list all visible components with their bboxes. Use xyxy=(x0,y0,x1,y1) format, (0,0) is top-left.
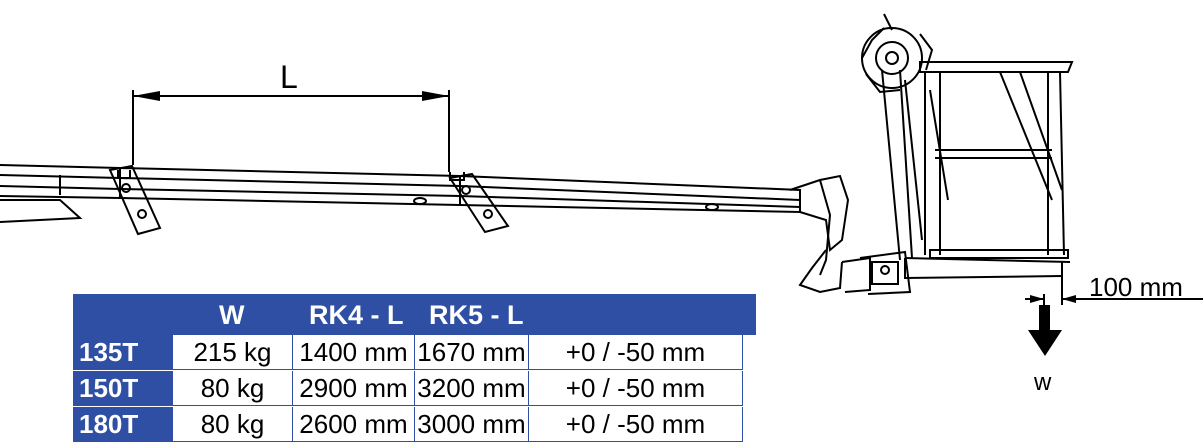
arrow-right xyxy=(422,91,449,101)
winch-reel xyxy=(861,13,934,94)
weight-arrow-head xyxy=(1028,330,1062,356)
length-dimension xyxy=(132,90,450,172)
bracket-right xyxy=(448,172,510,234)
table-row: 180T 80 kg 2600 mm 3000 mm +0 / -50 mm xyxy=(73,407,743,442)
length-label: L xyxy=(280,59,298,95)
weight-arrow-shaft xyxy=(1039,305,1050,331)
cell-rk4: 2900 mm xyxy=(293,371,415,406)
bracket-left xyxy=(108,164,162,236)
table-header: W RK4 - L RK5 - L xyxy=(73,294,756,335)
cell-rk5: 3200 mm xyxy=(415,371,529,406)
cell-w: 80 kg xyxy=(173,371,293,406)
cell-tolerance: +0 / -50 mm xyxy=(529,371,743,406)
cell-rk5: 1670 mm xyxy=(415,335,529,370)
cell-w: 215 kg xyxy=(173,335,293,370)
offset-label: 100 mm xyxy=(1089,272,1183,302)
table-row: 150T 80 kg 2900 mm 3200 mm +0 / -50 mm xyxy=(73,371,743,406)
offset-arrow-left xyxy=(1030,295,1044,303)
cell-tolerance: +0 / -50 mm xyxy=(529,335,743,370)
header-rk4: RK4 - L xyxy=(309,300,404,330)
cell-rk5: 3000 mm xyxy=(415,407,529,442)
boom-head xyxy=(789,174,912,295)
spec-table: W RK4 - L RK5 - L 135T 215 kg 1400 mm 16… xyxy=(73,294,756,442)
table-row: 135T 215 kg 1400 mm 1670 mm +0 / -50 mm xyxy=(73,335,743,370)
cell-rk4: 2600 mm xyxy=(293,407,415,442)
row-model: 135T xyxy=(73,335,173,370)
cell-tolerance: +0 / -50 mm xyxy=(529,407,743,442)
boom-arm xyxy=(0,164,801,223)
arrow-left xyxy=(133,91,160,101)
weight-label: w xyxy=(1033,369,1052,396)
row-model: 150T xyxy=(73,371,173,406)
cell-rk4: 1400 mm xyxy=(293,335,415,370)
row-model: 180T xyxy=(73,407,173,442)
header-rk5: RK5 - L xyxy=(429,300,524,330)
basket xyxy=(881,61,1074,280)
cell-w: 80 kg xyxy=(173,407,293,442)
header-w: W xyxy=(219,300,245,330)
offset-arrow-right xyxy=(1062,295,1076,303)
